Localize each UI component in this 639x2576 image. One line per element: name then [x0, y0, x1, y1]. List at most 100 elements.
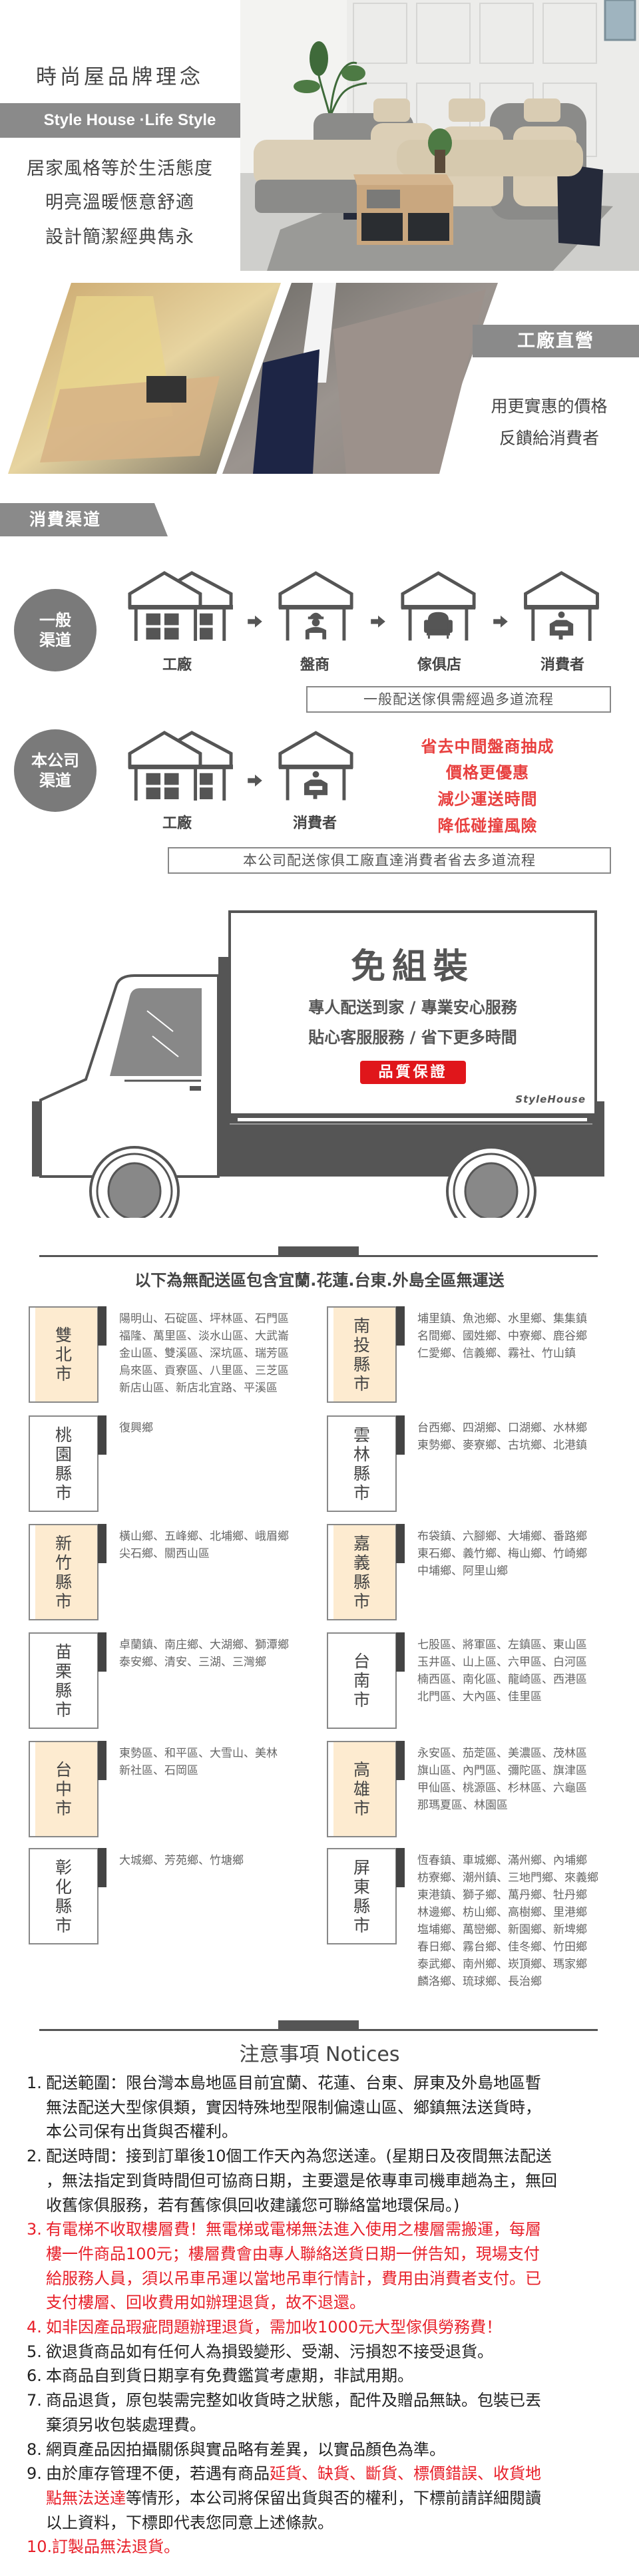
factory-line: 反饋給消費者 — [499, 429, 599, 448]
region-area-list: 七股區、將軍區、左鎮區、東山區玉井區、山上區、六甲區、白河區楠西區、南化區、龍崎… — [417, 1636, 617, 1706]
notice-text: 本商品自到貨日期享有免費鑑賞考慮期，非試用期。 — [46, 2364, 413, 2388]
region-area-list: 大城鄉、芳苑鄉、竹塘鄉 — [119, 1852, 319, 1869]
notice-line: 無法配送大型傢俱類，實因特殊地型限制偏遠山區、鄉鎮無法送貨時， — [46, 2098, 541, 2117]
plant-icon — [294, 41, 367, 117]
factory-line: 用更實惠的價格 — [491, 397, 608, 416]
notice-text: 網頁產品因拍攝關係與實品略有差異，以實品顏色為準。 — [46, 2438, 445, 2462]
arrow-right-icon — [248, 616, 262, 628]
consumer-icon — [277, 730, 355, 801]
notice-item: 6.本商品自到貨日期享有免費鑑賞考慮期，非試用期。 — [27, 2364, 626, 2388]
notice-line: 配送範圍：限台灣本島地區目前宜蘭、花蓮、台東、屏東及外島地區暫 — [46, 2074, 541, 2092]
notice-text: 欲退貨商品如有任何人為損毀變形、受潮、污損恕不接受退貨。 — [46, 2340, 493, 2364]
region-label-box — [327, 1415, 397, 1512]
notice-text: 配送時間：接到訂單後10個工作天內為您送達。(星期日及夜間無法配送 ，無法指定到貨… — [46, 2144, 557, 2217]
brand-title: 時尚屋品牌理念 — [36, 65, 204, 89]
region-area-line: 旗山區、內門區、彌陀區、旗津區 — [417, 1764, 587, 1777]
region-area-line: 春日鄉、霧台鄉、佳冬鄉、竹田鄉 — [417, 1940, 587, 1954]
notice-line: ，無法指定到貨時間但可協商日期，主要還是依專車司機車趟為主，無回 — [46, 2171, 557, 2190]
company-channel-badge: 本公司 渠道 — [14, 729, 97, 812]
brand-slogan-banner: Style House ·Life Style — [0, 103, 260, 138]
region-area-line: 福隆、萬里區、淡水山區、大武崙 — [119, 1330, 289, 1343]
front-wheel-icon — [89, 1146, 180, 1218]
region-name-wrap: 雙北市 — [29, 1306, 99, 1403]
region-name-wrap: 台南市 — [327, 1632, 397, 1729]
region-area-line: 東勢鄉、麥寮鄉、古坑鄉、北港鎮 — [417, 1439, 587, 1452]
divider — [39, 1255, 598, 1257]
notice-item: 7.商品退貨，原包裝需完整如收貨時之狀態，配件及贈品無缺。包裝已丟棄須另收包裝處… — [27, 2388, 626, 2437]
coffee-table-icon — [353, 174, 453, 245]
general-channel-caption: 一般配送傢俱需經過多道流程 — [306, 686, 611, 713]
notice-line: 收舊傢俱服務，若有舊傢俱回收建議您可聯絡當地環保局。) — [46, 2195, 460, 2215]
region-name-wrap: 苗栗縣市 — [29, 1632, 99, 1729]
notice-highlight: 延貨、缺貨、斷貨、標價錯誤、收貨地 — [270, 2464, 541, 2484]
region-area-line: 恆春鎮、車城鄉、滿州鄉、內埔鄉 — [417, 1854, 587, 1867]
region-area-line: 東勢區、和平區、大雪山、美林 — [119, 1747, 278, 1760]
region-area-line: 卓蘭鎮、南庄鄉、大湖鄉、獅潭鄉 — [119, 1638, 289, 1652]
living-room-sofa-photo — [240, 0, 639, 271]
region-label-box — [29, 1741, 99, 1837]
step-label: 工廠 — [162, 657, 192, 673]
divider-tab — [278, 1246, 359, 1256]
channels-section-banner: 消費渠道 — [0, 503, 168, 536]
region-tab-marker — [396, 1306, 405, 1346]
region-area-list: 恆春鎮、車城鄉、滿州鄉、內埔鄉枋寮鄉、潮州鎮、三地門鄉、來義鄉東港鎮、獅子鄉、萬… — [417, 1852, 617, 1990]
region-name: 高雄市 — [353, 1760, 370, 1818]
notice-line: 由於庫存管理不便，若遇有商品延貨、缺貨、斷貨、標價錯誤、收貨地 — [46, 2462, 541, 2486]
region-label-box — [327, 1848, 397, 1944]
notice-number: 3. — [27, 2220, 42, 2239]
region-area-list: 橫山鄉、五峰鄉、北埔鄉、峨眉鄉尖石鄉、關西山區 — [119, 1528, 319, 1563]
region-area-line: 金山區、雙溪區、深坑區、瑞芳區 — [119, 1347, 289, 1360]
region-name: 嘉義縣市 — [353, 1533, 370, 1611]
region-area-line: 永安區、茄萣區、美濃區、茂林區 — [417, 1747, 587, 1760]
region-area-line: 泰安鄉、清安、三湖、三灣鄉 — [119, 1656, 266, 1669]
region-label-box — [29, 1524, 99, 1620]
region-name: 雙北市 — [55, 1326, 72, 1383]
region-area-line: 橫山鄉、五峰鄉、北埔鄉、峨眉鄉 — [119, 1530, 289, 1543]
badge-line: 本公司 — [31, 751, 79, 770]
region-name-wrap: 台中市 — [29, 1741, 99, 1837]
region-area-line: 烏來區、貢寮區、八里區、三芝區 — [119, 1364, 289, 1378]
region-name: 新竹縣市 — [55, 1533, 72, 1611]
furniture-store-icon — [399, 570, 477, 641]
notice-segment: 等情形，本公司將保留出貨與否的權利，下標前請詳細閱讀 — [126, 2488, 541, 2507]
benefit-line: 減少運送時間 — [437, 790, 538, 809]
notice-line: 給服務人員，須以吊車吊運以當地吊車行情計，費用由消費者支付。已 — [46, 2269, 541, 2288]
region-label-box — [327, 1524, 397, 1620]
region-label-box — [327, 1306, 397, 1403]
region-area-line: 泰武鄉、南州鄉、崁頂鄉、瑪家鄉 — [417, 1958, 587, 1971]
region-area-list: 陽明山、石碇區、坪林區、石門區福隆、萬里區、淡水山區、大武崙金山區、雙溪區、深坑… — [119, 1310, 319, 1397]
notice-text: 如非因產品瑕疵問題辦理退貨，需加收1000元大型傢俱勞務費！ — [46, 2315, 502, 2340]
region-area-line: 麟洛鄉、琉球鄉、長治鄉 — [417, 1975, 542, 1988]
notice-item: 10.訂製品無法退貨。 — [27, 2535, 626, 2559]
notice-line: 本商品自到貨日期享有免費鑑賞考慮期，非試用期。 — [46, 2366, 413, 2386]
region-name: 南投縣市 — [353, 1316, 370, 1393]
notice-highlight: 點無法送達 — [46, 2488, 126, 2507]
notice-line: 樓一件商品100元；樓層費會由專人聯絡送貨日期一併告知，現場支付 — [46, 2244, 540, 2263]
region-area-line: 那瑪夏區、林園區 — [417, 1799, 508, 1812]
notice-item: 4.如非因產品瑕疵問題辦理退貨，需加收1000元大型傢俱勞務費！ — [27, 2315, 626, 2340]
notice-line: 網頁產品因拍攝關係與實品略有差異，以實品顏色為準。 — [46, 2440, 445, 2459]
notice-item: 2.配送時間：接到訂單後10個工作天內為您送達。(星期日及夜間無法配送，無法指定… — [27, 2144, 626, 2217]
factory-direct-banner: 工廠直營 — [473, 325, 639, 357]
region-label-box — [29, 1415, 99, 1512]
region-name-wrap: 南投縣市 — [327, 1306, 397, 1403]
region-area-line: 大城鄉、芳苑鄉、竹塘鄉 — [119, 1854, 244, 1867]
arrow-right-icon — [371, 616, 385, 628]
general-channel-badge: 一般 渠道 — [14, 589, 97, 671]
notice-number: 8. — [27, 2440, 42, 2459]
region-area-list: 永安區、茄萣區、美濃區、茂林區旗山區、內門區、彌陀區、旗津區甲仙區、桃源區、杉林… — [417, 1745, 617, 1814]
region-name: 屏東縣市 — [353, 1857, 370, 1935]
region-area-line: 新社區、石岡區 — [119, 1764, 198, 1777]
region-area-line: 七股區、將軍區、左鎮區、東山區 — [417, 1638, 587, 1652]
notices-list: 1.配送範圍：限台灣本島地區目前宜蘭、花蓮、台東、屏東及外島地區暫無法配送大型傢… — [27, 2071, 626, 2559]
quality-guarantee-badge: 品質保證 — [360, 1061, 466, 1084]
region-tab-marker — [98, 1741, 106, 1780]
notice-line: 如非因產品瑕疵問題辦理退貨，需加收1000元大型傢俱勞務費！ — [46, 2318, 503, 2337]
arrow-right-icon — [493, 616, 508, 628]
divider — [39, 2029, 598, 2031]
region-label-box — [327, 1632, 397, 1729]
notice-line: 本公司保有出貨與否權利。 — [46, 2122, 238, 2141]
notice-line: 配送時間：接到訂單後10個工作天內為您送達。(星期日及夜間無法配送 — [46, 2147, 552, 2166]
notice-item: 3.有電梯不收取樓層費！無電梯或電梯無法進入使用之樓層需搬運，每層樓一件商品10… — [27, 2217, 626, 2315]
notice-number: 1. — [27, 2074, 42, 2092]
